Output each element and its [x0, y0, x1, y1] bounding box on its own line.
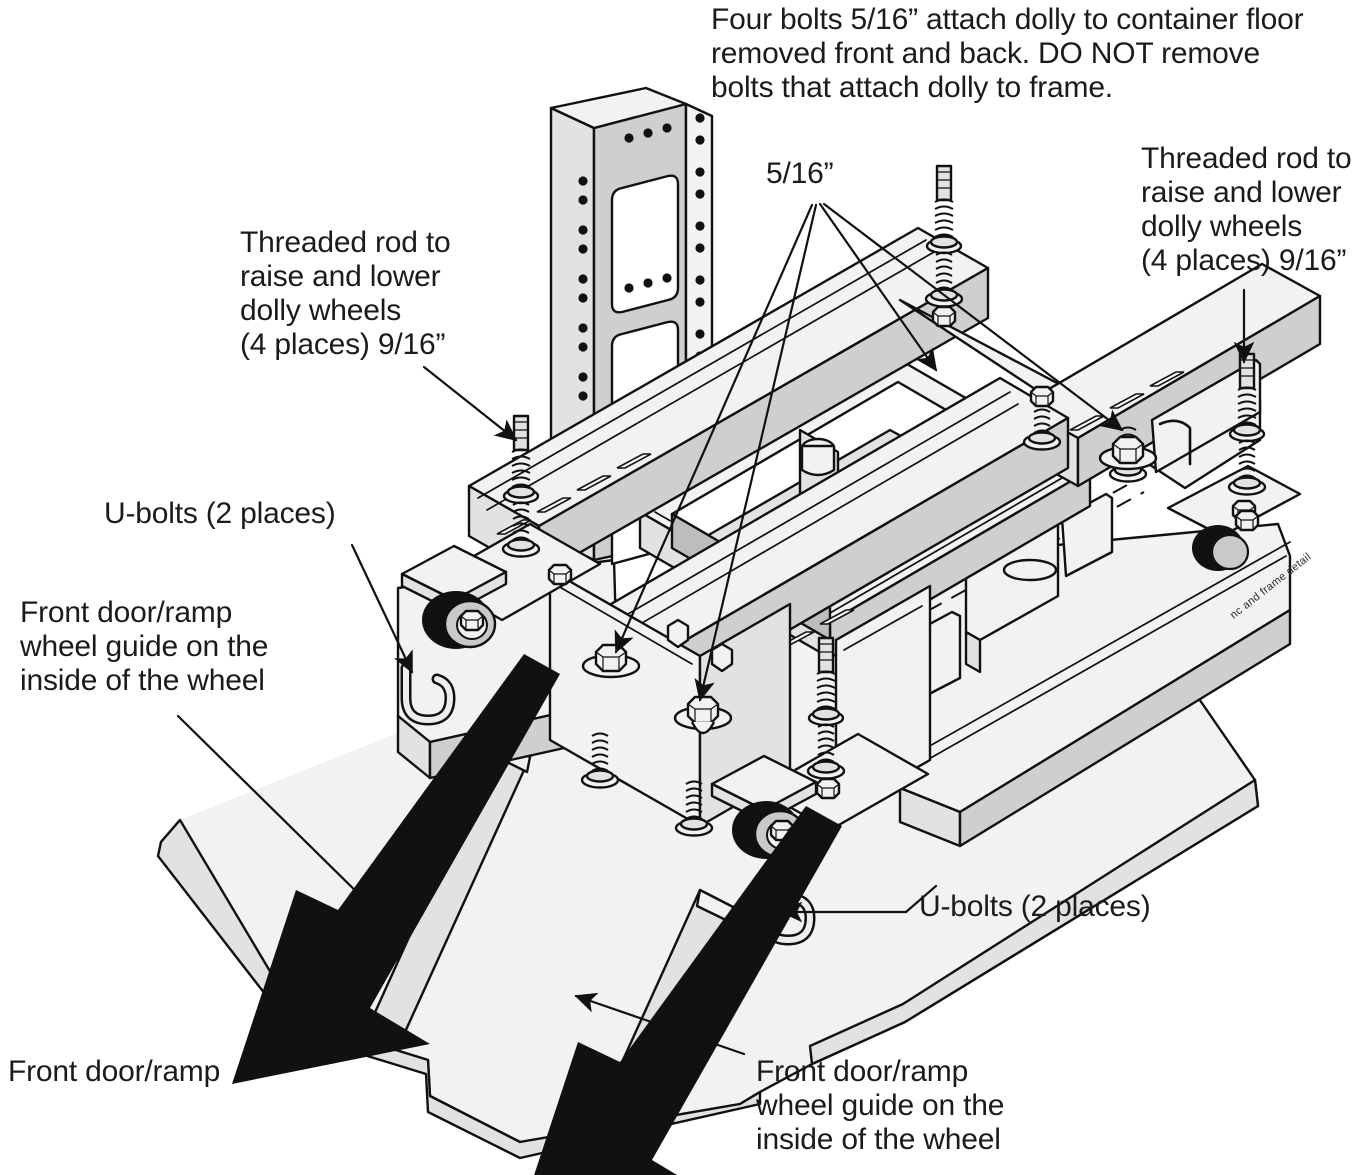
leader-guide-left	[176, 714, 375, 910]
mounting-bolt-b	[673, 695, 733, 735]
callout-top-note: Four bolts 5/16” attach dolly to contain…	[711, 3, 1304, 104]
caster-mount-right-rear	[1166, 464, 1302, 571]
callout-wheel-guide-left: Front door/ramp wheel guide on the insid…	[20, 596, 269, 697]
callout-wheel-guide-right: Front door/ramp wheel guide on the insid…	[756, 1055, 1005, 1156]
leader-bolt-size	[614, 202, 1124, 702]
leader-ubolt-right	[780, 884, 938, 923]
mounting-bolt-d	[710, 642, 734, 673]
mounting-bolt-c	[666, 618, 690, 649]
motion-arrow-left	[232, 654, 560, 1084]
callout-front-door-ramp: Front door/ramp	[8, 1055, 221, 1088]
leader-ubolt-left	[350, 543, 414, 674]
caster-mount-left-rear	[402, 522, 602, 649]
callout-bolt-size: 5/16”	[766, 157, 834, 190]
callout-ubolts-right: U-bolts (2 places)	[919, 890, 1151, 923]
callout-threaded-rod-right: Threaded rod to raise and lower dolly wh…	[1141, 142, 1352, 277]
leader-front-door-ramp	[260, 1030, 304, 1070]
callout-ubolts-left: U-bolts (2 places)	[104, 497, 336, 530]
callout-threaded-rod-left: Threaded rod to raise and lower dolly wh…	[240, 226, 451, 361]
leader-guide-right	[574, 992, 746, 1056]
leader-threaded-rod-left	[422, 365, 518, 442]
motion-arrow-right	[534, 806, 842, 1175]
